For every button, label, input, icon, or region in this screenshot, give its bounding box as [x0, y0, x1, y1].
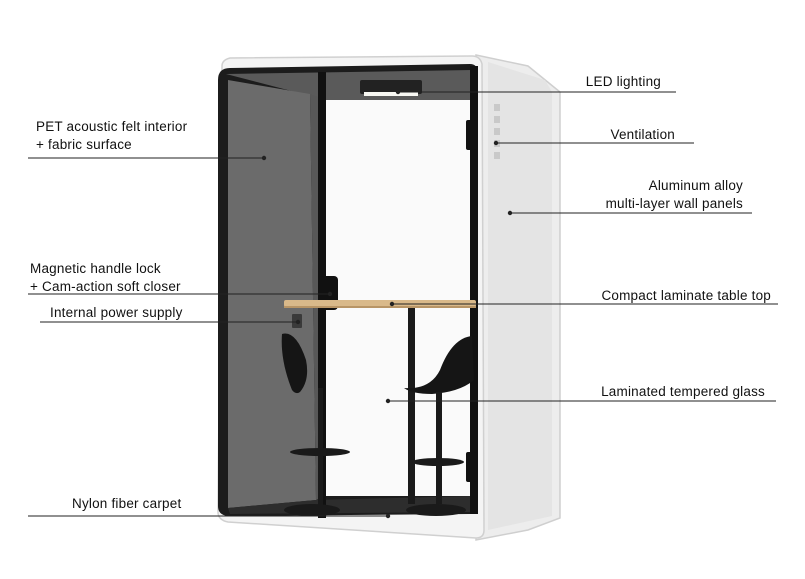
- hinge-bottom: [466, 452, 476, 482]
- power-supply-text: Internal power supply: [50, 305, 183, 320]
- glass-edge: [470, 66, 478, 514]
- aluminum-line-1: Aluminum alloy: [648, 178, 743, 193]
- aluminum-line-2: multi-layer wall panels: [605, 196, 743, 211]
- stool-1-base: [284, 504, 340, 516]
- side-wall-highlight: [488, 62, 552, 530]
- hinge-top: [466, 120, 476, 150]
- table-leg: [408, 308, 415, 504]
- glass-label: Laminated tempered glass: [601, 383, 765, 401]
- led-label: LED lighting: [586, 73, 661, 91]
- power-supply-label: Internal power supply: [50, 304, 183, 322]
- stool-2-seat: [404, 336, 474, 394]
- interior-space: [326, 100, 472, 496]
- stool-2-base: [406, 504, 466, 516]
- magnetic-lock-line-2: + Cam-action soft closer: [30, 279, 181, 294]
- aluminum-label: Aluminum alloy multi-layer wall panels: [606, 177, 743, 213]
- glass-text: Laminated tempered glass: [601, 384, 765, 399]
- led-text: LED lighting: [585, 74, 661, 89]
- pet-felt-line-2: + fabric surface: [36, 137, 132, 152]
- led-light-housing: [360, 80, 422, 94]
- stool-2-leg: [436, 392, 442, 504]
- table-top: [284, 300, 476, 307]
- carpet-text: Nylon fiber carpet: [72, 496, 182, 511]
- leader-lines: [28, 91, 778, 517]
- ventilation-text: Ventilation: [610, 127, 675, 142]
- table-top-text: Compact laminate table top: [601, 288, 771, 303]
- stool-1-foot-ring: [290, 448, 350, 456]
- magnetic-lock-line-1: Magnetic handle lock: [30, 261, 161, 276]
- carpet-label: Nylon fiber carpet: [72, 495, 181, 513]
- pet-felt-label: PET acoustic felt interior + fabric surf…: [36, 118, 187, 154]
- stool-1-leg: [318, 388, 323, 506]
- table-top-label: Compact laminate table top: [601, 287, 771, 305]
- magnetic-lock-label: Magnetic handle lock + Cam-action soft c…: [30, 260, 181, 296]
- stool-1-seat: [281, 333, 308, 394]
- ventilation-label: Ventilation: [611, 126, 676, 144]
- table-edge: [284, 306, 476, 308]
- pet-felt-line-1: PET acoustic felt interior: [36, 119, 188, 134]
- stool-2-foot-ring: [412, 458, 464, 466]
- leader-dots: [261, 89, 513, 519]
- led-light-diffuser: [364, 92, 418, 96]
